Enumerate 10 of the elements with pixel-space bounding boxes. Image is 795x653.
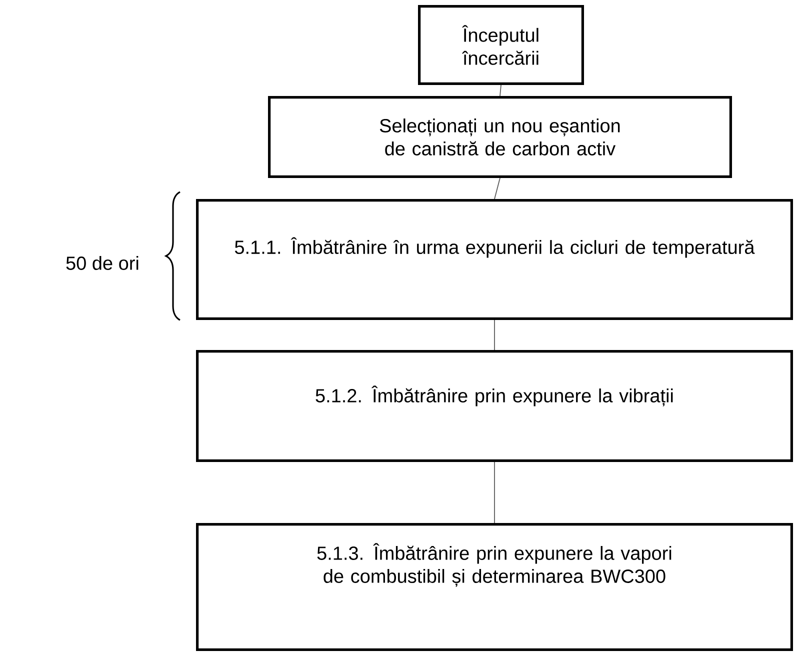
connector-line xyxy=(494,462,495,524)
process-box: 5.1.2. Îmbătrânire prin expunere la vibrații xyxy=(196,350,793,462)
repeat-label: 50 de ori xyxy=(66,256,138,270)
connector-line xyxy=(494,320,495,350)
process-box: Începutul încercării xyxy=(418,5,584,85)
connector-line xyxy=(500,84,502,96)
process-box: Selecționați un nou eșantion de canistră de carbon activ xyxy=(268,96,732,178)
process-box: 5.1.1. Îmbătrânire în urma expunerii la cicluri de temperatură xyxy=(196,198,793,320)
connector-line xyxy=(494,178,500,200)
process-box: 5.1.3. Îmbătrânire prin expunere la vapori de combustibil și determinarea BWC300 xyxy=(196,522,793,651)
